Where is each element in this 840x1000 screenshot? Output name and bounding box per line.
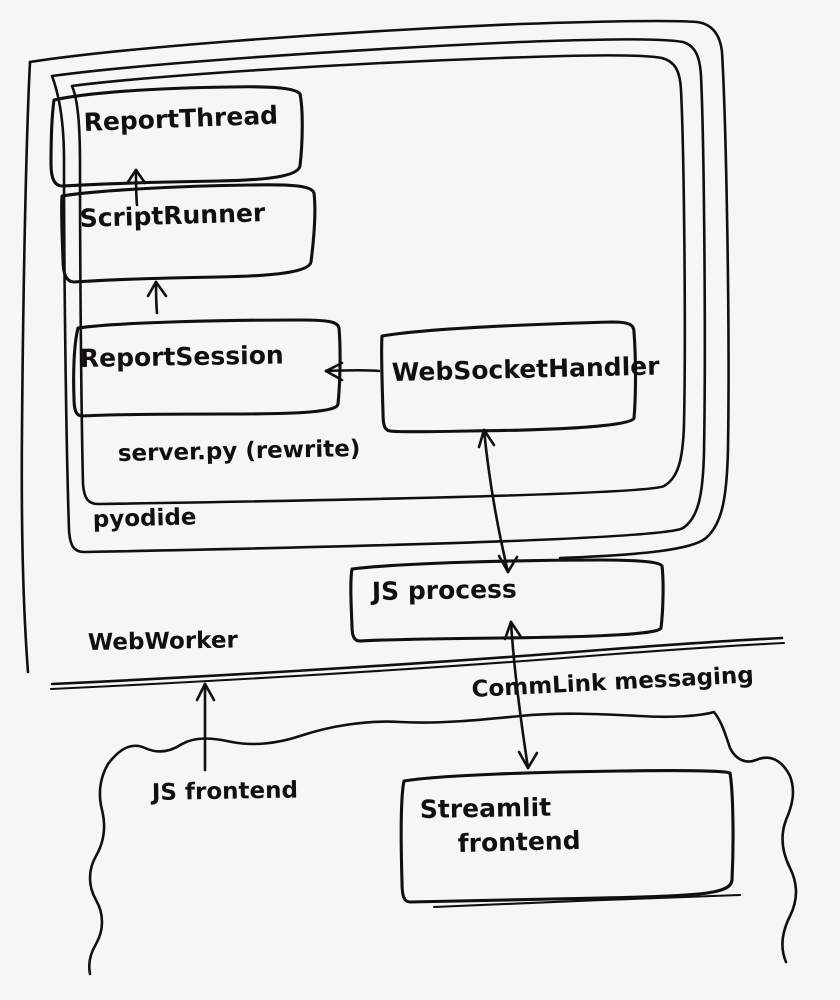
streamlit-frontend-label-line1: Streamlit xyxy=(420,793,552,824)
arrow-websockethandler-to-reportsession xyxy=(324,361,381,382)
serverpy-outline xyxy=(70,54,687,506)
js-frontend-label: JS frontend xyxy=(150,777,299,806)
report-thread-outline xyxy=(49,85,304,188)
arrow-websockethandler-jsprocess xyxy=(477,428,519,574)
serverpy-label: server.py (rewrite) xyxy=(118,436,361,467)
arrow-jsfrontend-up xyxy=(195,682,216,772)
box-streamlit-frontend[interactable]: Streamlit frontend xyxy=(399,769,742,909)
pyodide-label: pyodide xyxy=(92,504,196,533)
box-script-runner[interactable]: ScriptRunner xyxy=(60,183,317,284)
report-thread-label: ReportThread xyxy=(83,101,278,137)
commlink-messaging-label: CommLink messaging xyxy=(471,662,754,703)
streamlit-frontend-underline xyxy=(432,893,742,909)
websocket-handler-outline xyxy=(380,320,638,434)
container-pyodide: pyodide xyxy=(50,38,707,554)
pyodide-outline xyxy=(50,38,707,554)
container-server-py: server.py (rewrite) xyxy=(70,54,687,506)
webworker-bottom-edge xyxy=(50,636,784,686)
arrow-reportsession-to-scriptrunner xyxy=(146,280,168,315)
script-runner-label: ScriptRunner xyxy=(79,198,266,233)
webworker-outline xyxy=(28,19,730,560)
webworker-bottom-edge-second xyxy=(49,641,786,691)
report-session-label: ReportSession xyxy=(80,340,284,373)
box-websocket-handler[interactable]: WebSocketHandler xyxy=(380,320,661,434)
report-session-outline xyxy=(72,318,342,418)
container-browser-jsfrontend: JS frontend xyxy=(87,710,798,976)
box-report-session[interactable]: ReportSession xyxy=(72,318,342,418)
webworker-left-edge xyxy=(20,60,32,674)
script-runner-outline xyxy=(60,183,317,284)
js-process-outline xyxy=(349,558,665,643)
js-process-label: JS process xyxy=(370,574,517,606)
arrow-jsprocess-streamlitfrontend xyxy=(503,620,539,770)
box-report-thread[interactable]: ReportThread xyxy=(49,85,304,188)
streamlit-frontend-outline xyxy=(399,769,735,904)
browser-cloud-outline xyxy=(106,710,798,964)
box-js-process[interactable]: JS process xyxy=(349,558,665,643)
webworker-label: WebWorker xyxy=(88,627,239,656)
websocket-handler-label: WebSocketHandler xyxy=(391,351,660,387)
container-webworker xyxy=(20,19,786,691)
browser-cloud-left xyxy=(87,762,110,976)
streamlit-frontend-label-line2: frontend xyxy=(457,826,580,858)
